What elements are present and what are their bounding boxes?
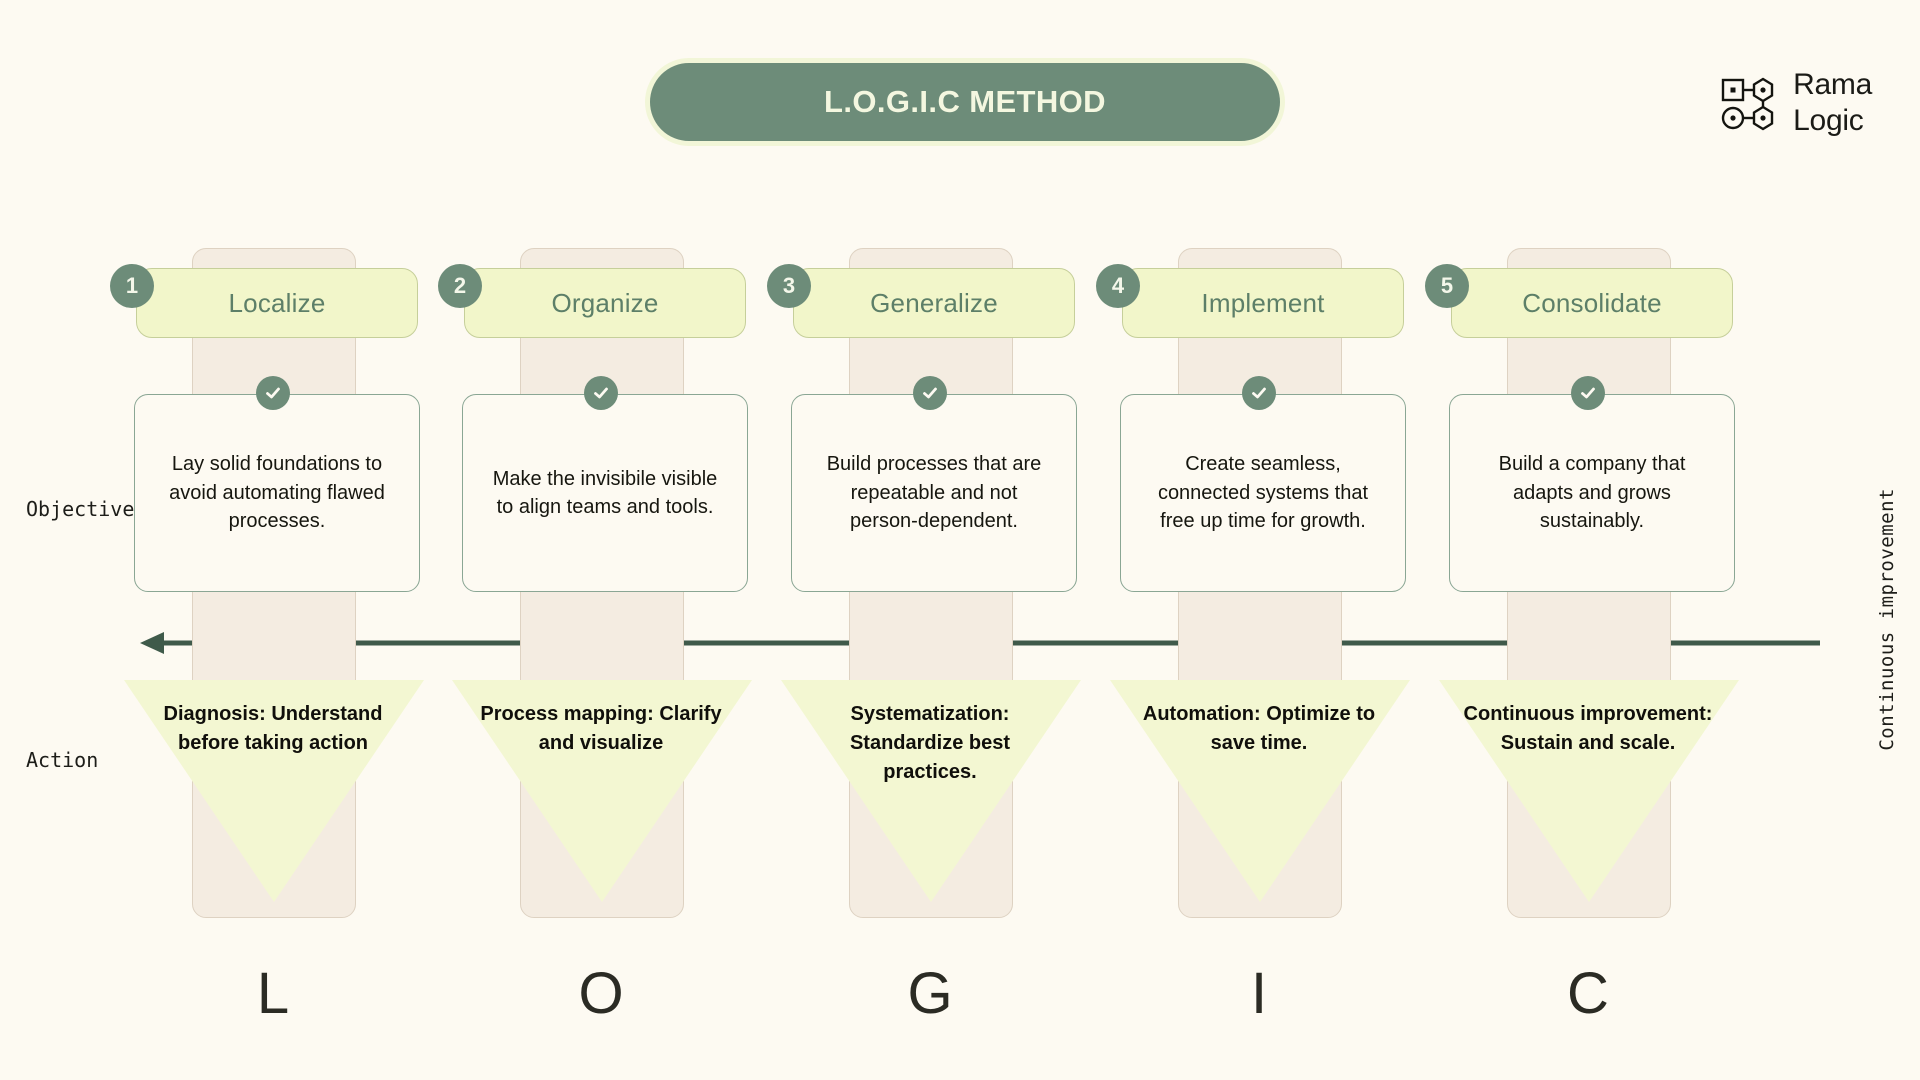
logo-mark-icon xyxy=(1721,77,1774,131)
step-name: Implement xyxy=(1201,287,1325,318)
step-number: 3 xyxy=(782,273,796,298)
objective-text: Build a company that adapts and grows su… xyxy=(1498,453,1686,533)
brand-line-2: Logic xyxy=(1793,104,1864,137)
step-number-badge: 2 xyxy=(438,264,482,308)
step-header-pill[interactable]: Implement xyxy=(1122,268,1404,338)
step-number: 4 xyxy=(1111,273,1125,298)
objective-card: Lay solid foundations to avoid automatin… xyxy=(134,394,420,592)
step-letter: O xyxy=(578,961,624,1026)
step-number-badge: 5 xyxy=(1425,264,1469,308)
step-number-badge: 4 xyxy=(1096,264,1140,308)
step-number-badge: 1 xyxy=(110,264,154,308)
step-header-pill[interactable]: Consolidate xyxy=(1451,268,1733,338)
step-letter: C xyxy=(1567,961,1609,1026)
objective-text: Create seamless, connected systems that … xyxy=(1157,453,1369,533)
step-letter: G xyxy=(907,961,953,1026)
brand-name: Rama Logic xyxy=(1793,70,1872,136)
objective-text: Build processes that are repeatable and … xyxy=(826,453,1042,533)
step-number: 5 xyxy=(1440,273,1454,298)
continuous-improvement-label: Continuous improvement xyxy=(1876,488,1898,751)
check-icon xyxy=(256,376,290,410)
step-number: 1 xyxy=(125,273,139,298)
step-header-pill[interactable]: Organize xyxy=(464,268,746,338)
step-name: Organize xyxy=(551,287,659,318)
objective-text: Lay solid foundations to avoid automatin… xyxy=(169,453,385,533)
step-name: Consolidate xyxy=(1522,287,1662,318)
action-text: Automation: Optimize to save time. xyxy=(1142,703,1376,754)
check-icon xyxy=(913,376,947,410)
action-text: Diagnosis: Understand before taking acti… xyxy=(163,703,383,754)
step-letter: L xyxy=(256,961,290,1026)
row-label-objective: Objective xyxy=(26,497,135,521)
brand-line-1: Rama xyxy=(1793,68,1872,101)
check-icon xyxy=(584,376,618,410)
page-title: L.O.G.I.C METHOD xyxy=(645,58,1285,146)
page-title-text: L.O.G.I.C METHOD xyxy=(824,84,1106,119)
objective-text: Make the invisibile visible to align tea… xyxy=(492,467,718,518)
objective-card: Build a company that adapts and grows su… xyxy=(1449,394,1735,592)
step-number: 2 xyxy=(453,273,467,298)
step-name: Generalize xyxy=(870,287,998,318)
step-letter: I xyxy=(1250,961,1268,1026)
action-text: Process mapping: Clarify and visualize xyxy=(480,703,722,754)
objective-card: Build processes that are repeatable and … xyxy=(791,394,1077,592)
step-name: Localize xyxy=(228,287,326,318)
action-text: Systematization: Standardize best practi… xyxy=(849,703,1011,783)
action-text: Continuous improvement: Sustain and scal… xyxy=(1463,703,1713,754)
objective-card: Create seamless, connected systems that … xyxy=(1120,394,1406,592)
step-header-pill[interactable]: Generalize xyxy=(793,268,1075,338)
step-number-badge: 3 xyxy=(767,264,811,308)
brand-logo: Rama Logic xyxy=(1719,70,1872,136)
objective-card: Make the invisibile visible to align tea… xyxy=(462,394,748,592)
check-icon xyxy=(1571,376,1605,410)
step-header-pill[interactable]: Localize xyxy=(136,268,418,338)
row-label-action: Action xyxy=(26,748,99,772)
check-icon xyxy=(1242,376,1276,410)
